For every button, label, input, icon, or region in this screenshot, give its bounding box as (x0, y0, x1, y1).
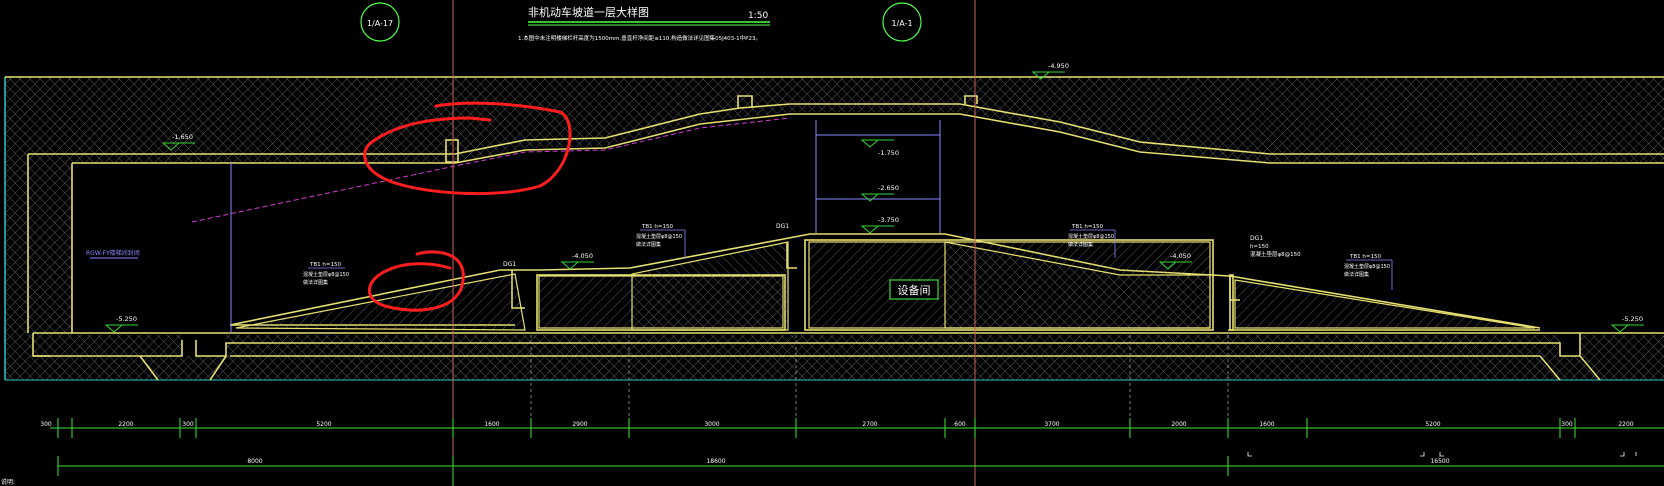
svg-text:DG1: DG1 (776, 223, 789, 230)
blue-lines (90, 120, 941, 333)
svg-text:300: 300 (40, 421, 52, 428)
svg-text:2200: 2200 (118, 421, 133, 428)
bottom-left-note: 说明: (1, 478, 15, 486)
svg-text:DG1: DG1 (1250, 235, 1263, 242)
svg-text:做法详图集: 做法详图集 (1344, 271, 1369, 278)
dimension-row-1 (50, 418, 1664, 438)
svg-text:1600: 1600 (1259, 421, 1274, 428)
svg-text:混凝土垫层φ8@150: 混凝土垫层φ8@150 (1344, 263, 1390, 270)
svg-text:混凝土垫层φ8@150: 混凝土垫层φ8@150 (1068, 233, 1114, 240)
red-markup (363, 101, 572, 312)
dimension-row-2-values: 8000 18600 16500 (247, 458, 1449, 465)
svg-text:3000: 3000 (704, 421, 719, 428)
svg-text:1/A-17: 1/A-17 (367, 19, 393, 28)
level-marks (104, 71, 1644, 333)
grid-bubble-left: 1/A-17 (360, 2, 400, 42)
dimension-row-1-values: 300 2200 300 5200 1600 2900 3000 2700 60… (40, 421, 1634, 428)
svg-text:设备间: 设备间 (898, 283, 931, 297)
svg-text:-4.050: -4.050 (1170, 252, 1191, 260)
svg-text:-1.750: -1.750 (878, 149, 899, 157)
svg-text:TB1 h=150: TB1 h=150 (1349, 254, 1381, 260)
svg-text:2900: 2900 (572, 421, 587, 428)
svg-text:混凝土垫层φ8@150: 混凝土垫层φ8@150 (1250, 250, 1301, 258)
grid-lines (452, 0, 976, 486)
svg-text:2200: 2200 (1618, 421, 1633, 428)
svg-text:TB1 h=150: TB1 h=150 (1071, 224, 1103, 230)
svg-text:5200: 5200 (1425, 421, 1440, 428)
level-values: -4.950 -1.650 -1.750 -2.650 -3.750 -4.05… (116, 62, 1643, 323)
svg-text:300: 300 (182, 421, 194, 428)
grid-bubble-right: 1/A-1 (882, 2, 922, 42)
svg-text:混凝土垫层φ8@150: 混凝土垫层φ8@150 (303, 271, 349, 278)
svg-text:-4.950: -4.950 (1048, 62, 1069, 70)
svg-text:做法详图集: 做法详图集 (1068, 241, 1093, 248)
room-label: 设备间 (889, 279, 939, 300)
svg-text:2700: 2700 (862, 421, 877, 428)
ramp-callouts: TB1 h=150 混凝土垫层φ8@150 做法详图集 TB1 h=150 混凝… (303, 224, 1393, 290)
left-room-label: RGW-FY楼梯间封闭 (86, 249, 140, 257)
svg-text:-4.050: -4.050 (572, 252, 593, 260)
svg-text:-5.250: -5.250 (116, 315, 137, 323)
svg-text:混凝土垫层φ8@150: 混凝土垫层φ8@150 (636, 233, 682, 240)
svg-text:18600: 18600 (706, 458, 725, 465)
svg-text:h=150: h=150 (1250, 244, 1269, 250)
svg-text:DG1: DG1 (503, 261, 516, 268)
dashed-verticals (530, 335, 1229, 430)
svg-text:TB1 h=150: TB1 h=150 (309, 262, 341, 268)
svg-text:1:50: 1:50 (748, 11, 768, 21)
svg-text:-5.250: -5.250 (1622, 315, 1643, 323)
dashed-slope-line (191, 117, 791, 223)
svg-text:1/A-1: 1/A-1 (891, 19, 912, 28)
ramp-hatch (235, 241, 1536, 331)
svg-text:-1.650: -1.650 (172, 133, 193, 141)
svg-text:-2.650: -2.650 (878, 184, 899, 192)
svg-text:3700: 3700 (1044, 421, 1059, 428)
svg-text:做法详图集: 做法详图集 (636, 241, 661, 248)
svg-text:16500: 16500 (1430, 458, 1449, 465)
svg-text:300: 300 (1561, 421, 1573, 428)
svg-text:做法详图集: 做法详图集 (303, 279, 328, 286)
svg-text:-3.750: -3.750 (878, 216, 899, 224)
svg-text:8000: 8000 (247, 458, 262, 465)
title-block: 非机动车坡道一层大样图 1:50 1.本图中未注明楼梯栏杆高度为1500mm,垂… (518, 5, 770, 42)
svg-text:5200: 5200 (316, 421, 331, 428)
svg-text:非机动车坡道一层大样图: 非机动车坡道一层大样图 (528, 5, 649, 19)
dimension-row-2 (57, 456, 1664, 486)
svg-text:1.本图中未注明楼梯栏杆高度为1500mm,垂直杆净间距≤1: 1.本图中未注明楼梯栏杆高度为1500mm,垂直杆净间距≤110,构造做法详见图… (518, 34, 761, 42)
svg-text:TB1 h=150: TB1 h=150 (641, 224, 673, 230)
door-labels: DG1 DG1 DG1 h=150 混凝土垫层φ8@150 (503, 223, 1301, 268)
corner-marks (1247, 452, 1637, 457)
svg-text:2000: 2000 (1171, 421, 1186, 428)
svg-text:1600: 1600 (484, 421, 499, 428)
svg-text:600: 600 (954, 421, 966, 428)
